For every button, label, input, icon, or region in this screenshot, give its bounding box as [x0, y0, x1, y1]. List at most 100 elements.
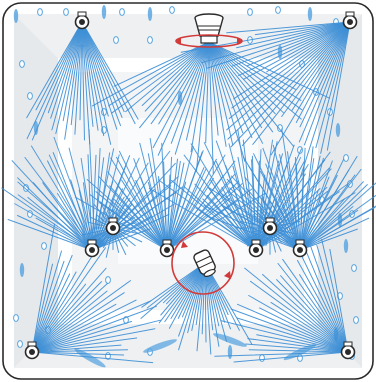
spray-jet	[146, 262, 206, 309]
water-drop	[13, 314, 19, 322]
corner-nozzle-bottom-right-spray	[214, 237, 349, 363]
spray-jet	[259, 307, 349, 353]
burst-nozzle-right-cap	[265, 217, 275, 223]
rotating-head-top-center-spray	[91, 41, 330, 175]
floor-bevel-right	[318, 14, 362, 368]
corner-nozzle-top-left-orifice	[79, 19, 85, 25]
spray-jet	[228, 187, 301, 251]
spray-jet	[299, 182, 376, 251]
spray-jet	[208, 41, 276, 115]
spray-jet	[35, 217, 93, 251]
burst-nozzle-right	[262, 217, 278, 236]
spray-jet	[116, 156, 168, 251]
spray-jet	[110, 157, 168, 251]
corner-nozzle-bottom-left-orifice	[29, 349, 35, 355]
spray-jet	[208, 41, 264, 144]
spray-jet	[248, 349, 349, 353]
water-drop	[297, 146, 303, 154]
spray-jet	[185, 41, 210, 141]
spray-jet	[160, 262, 206, 316]
spray-jet	[170, 179, 257, 251]
spray-jet	[168, 262, 206, 329]
spray-jet	[299, 160, 333, 251]
spray-jet	[252, 153, 301, 251]
spray-jet	[244, 267, 349, 353]
spray-jet	[166, 183, 243, 251]
water-streak	[143, 339, 177, 353]
spray-jet	[329, 248, 349, 353]
spray-jet	[31, 328, 156, 353]
spray-jet	[81, 21, 99, 131]
spray-jet	[220, 320, 349, 353]
spray-jet	[303, 21, 351, 146]
spray-jet	[243, 21, 351, 80]
water-drop	[335, 123, 341, 137]
spray-jet	[26, 21, 83, 119]
spray-jet	[139, 41, 210, 129]
spray-jet	[157, 41, 210, 156]
spray-jet	[35, 21, 83, 111]
spray-jet	[31, 351, 125, 356]
spray-jet	[299, 21, 351, 128]
spray-jet	[94, 154, 120, 251]
spray-jet	[203, 141, 257, 251]
spray-jet	[74, 21, 83, 135]
spray-jet	[230, 308, 349, 353]
spray-jet	[299, 181, 364, 251]
spray-jet	[17, 194, 96, 251]
spray-jet	[98, 175, 168, 251]
spray-jet	[31, 292, 125, 353]
spray-jet	[228, 21, 351, 120]
center-head-tip	[203, 268, 216, 277]
spray-jet	[299, 157, 324, 251]
water-drop	[63, 8, 69, 16]
spray-jet	[270, 21, 351, 156]
spray-jet	[147, 153, 168, 251]
spray-jet	[51, 21, 83, 131]
nozzle-group	[24, 11, 358, 360]
spray-jet	[157, 179, 257, 251]
water-drop	[275, 6, 281, 14]
spray-jet	[262, 273, 349, 353]
spray-jet	[94, 157, 140, 251]
spray-jet	[282, 258, 349, 353]
water-drop	[343, 154, 349, 162]
water-drop	[353, 316, 359, 324]
side-nozzle-right	[292, 239, 308, 258]
spray-jet	[50, 21, 83, 119]
spray-jet	[299, 217, 370, 251]
spray-jet	[53, 136, 96, 251]
corner-nozzle-top-left-cap	[77, 11, 87, 17]
spray-jet	[139, 142, 168, 251]
spray-jet	[187, 262, 206, 334]
water-streak	[213, 333, 247, 347]
spray-jet	[88, 129, 96, 251]
water-drop	[27, 92, 33, 100]
spray-jet	[299, 168, 362, 251]
spray-jet	[14, 203, 96, 251]
spray-jet	[299, 194, 376, 251]
corner-nozzle-top-right	[342, 11, 358, 30]
side-nozzle-right-orifice	[297, 247, 303, 253]
spray-jet	[299, 169, 350, 251]
spray-jet	[292, 237, 349, 353]
water-drop	[247, 8, 253, 16]
spray-jet	[31, 344, 122, 353]
spray-jet	[250, 280, 349, 353]
spray-jet	[166, 146, 194, 251]
water-drop	[19, 263, 25, 277]
spray-jet	[81, 21, 112, 145]
spray-jet	[31, 349, 128, 353]
spray-jet	[279, 154, 301, 251]
spray-jet	[81, 21, 139, 120]
spray-jet	[255, 156, 302, 251]
spray-jet	[247, 338, 349, 353]
water-drop	[343, 239, 349, 253]
side-nozzle-left-cap	[87, 239, 97, 245]
spray-jet	[231, 21, 351, 67]
spray-jet	[144, 41, 210, 112]
spray-jet	[94, 163, 127, 251]
spray-jet	[194, 183, 257, 251]
spray-jet	[166, 181, 231, 251]
spray-jet	[227, 21, 351, 140]
